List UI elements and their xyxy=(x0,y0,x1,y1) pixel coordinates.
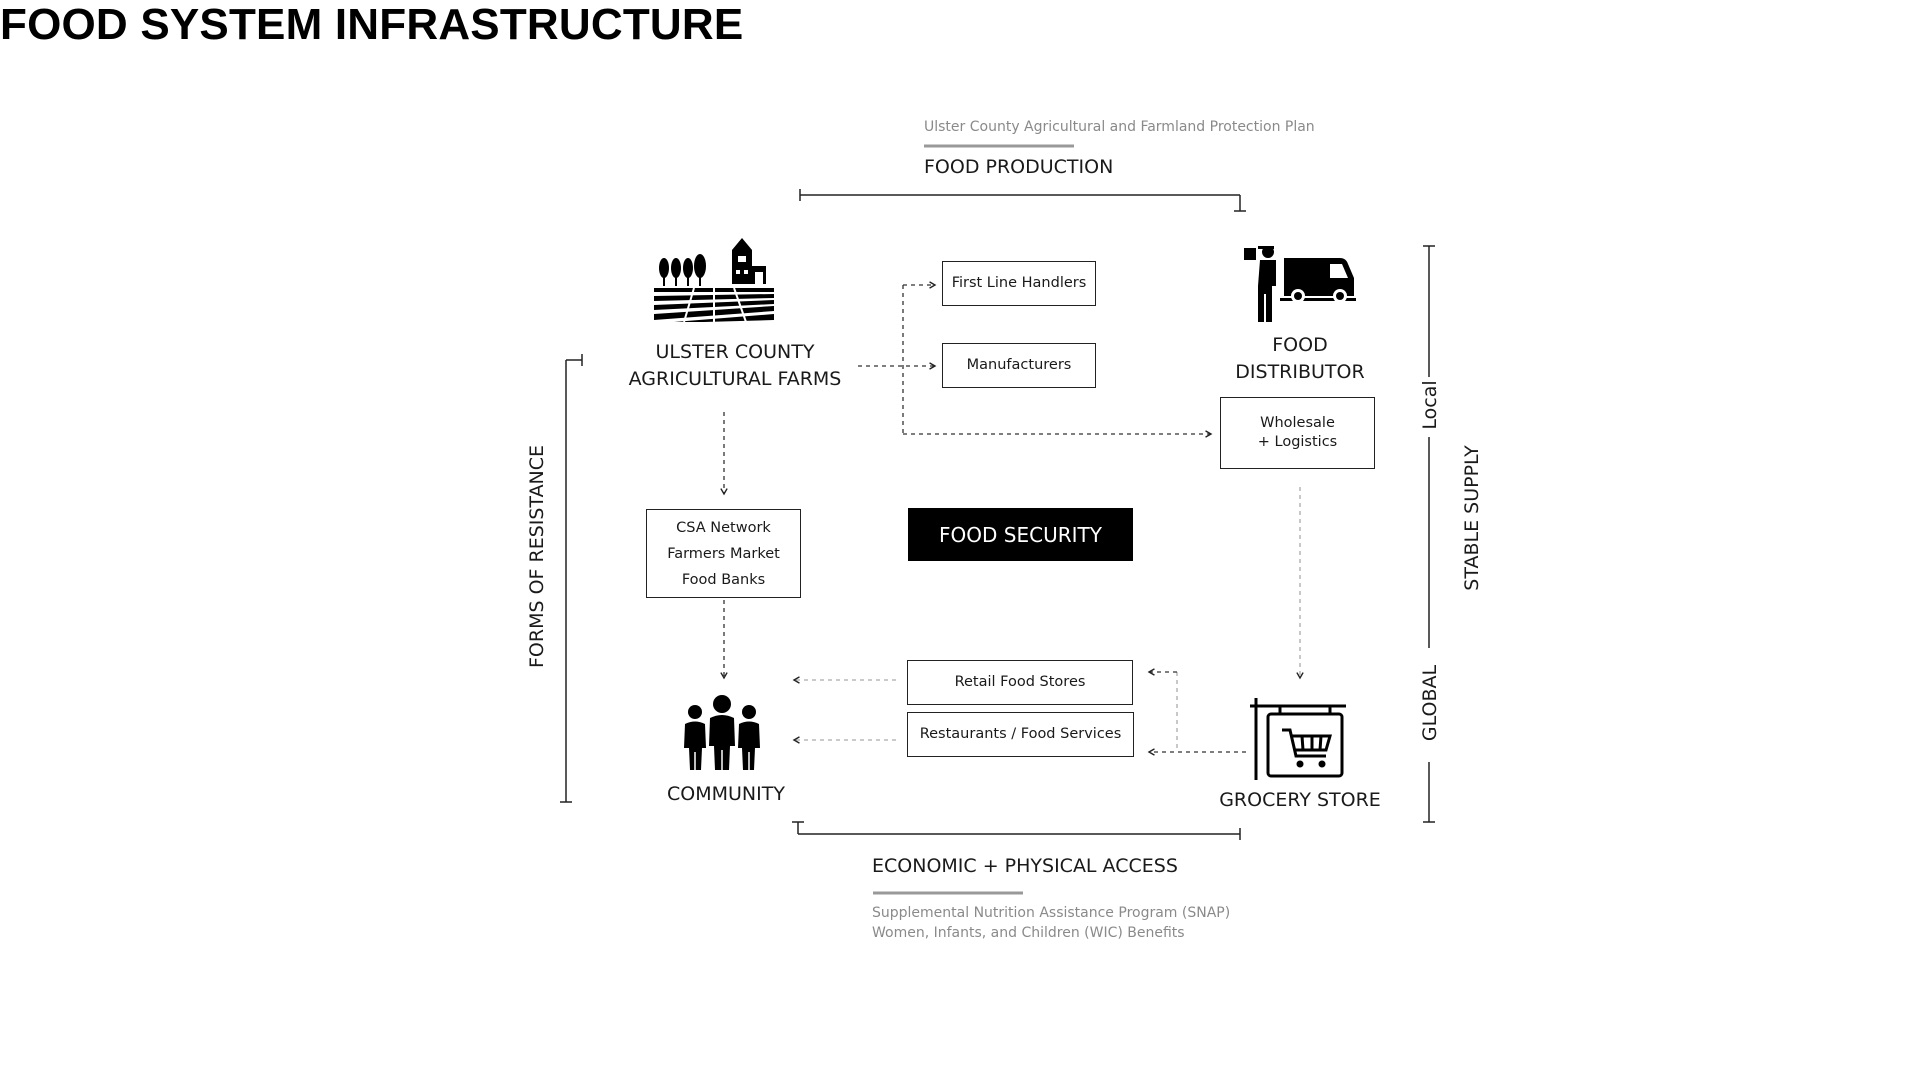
page-title: FOOD SYSTEM INFRASTRUCTURE xyxy=(0,0,744,49)
distributor-label-line2: DISTRIBUTOR xyxy=(1235,361,1365,383)
shopping-cart-sign-icon xyxy=(1250,698,1346,780)
wholesale-line1: Wholesale xyxy=(1260,415,1335,431)
delivery-truck-icon xyxy=(1244,246,1356,322)
first-line-handlers-box: First Line Handlers xyxy=(942,261,1096,306)
retail-food-stores-label: Retail Food Stores xyxy=(954,674,1086,690)
manufacturers-label: Manufacturers xyxy=(966,357,1072,373)
retail-to-community-arrows xyxy=(792,676,896,744)
wholesale-line2: + Logistics xyxy=(1257,434,1338,450)
global-label: GLOBAL xyxy=(1419,664,1441,742)
bottom-bracket xyxy=(792,821,1241,840)
right-axis-line xyxy=(1423,245,1435,823)
food-security-label: FOOD SECURITY xyxy=(939,522,1102,547)
retail-food-stores-box: Retail Food Stores xyxy=(907,660,1133,705)
forms-of-resistance-label: FORMS OF RESISTANCE xyxy=(526,444,548,668)
csa-line1: CSA Network xyxy=(676,519,771,536)
economic-access-heading: ECONOMIC + PHYSICAL ACCESS xyxy=(872,855,1178,877)
farms-label: ULSTER COUNTY AGRICULTURAL FARMS xyxy=(620,339,850,393)
top-source-label: Ulster County Agricultural and Farmland … xyxy=(924,119,1315,135)
first-line-handlers-label: First Line Handlers xyxy=(951,275,1087,291)
people-group-icon xyxy=(684,695,760,770)
top-bracket xyxy=(799,189,1246,212)
grocery-dashed-arrows xyxy=(1147,668,1246,756)
distributor-label-line1: FOOD xyxy=(1272,334,1328,356)
local-label: Local xyxy=(1419,380,1441,430)
distributor-label: FOOD DISTRIBUTOR xyxy=(1180,332,1420,386)
csa-line3: Food Banks xyxy=(681,571,766,588)
manufacturers-box: Manufacturers xyxy=(942,343,1096,388)
food-production-heading: FOOD PRODUCTION xyxy=(924,156,1114,178)
csa-line2: Farmers Market xyxy=(667,545,780,562)
stable-supply-label: STABLE SUPPLY xyxy=(1461,445,1483,591)
farm-icon xyxy=(654,238,774,322)
farms-label-line2: AGRICULTURAL FARMS xyxy=(628,368,842,390)
restaurants-label: Restaurants / Food Services xyxy=(919,726,1122,742)
food-security-box: FOOD SECURITY xyxy=(908,508,1133,561)
csa-network-box: CSA Network Farmers Market Food Banks xyxy=(646,509,801,598)
community-label: COMMUNITY xyxy=(667,783,785,805)
grocery-store-label: GROCERY STORE xyxy=(1219,789,1381,811)
left-bracket xyxy=(560,354,583,803)
restaurants-box: Restaurants / Food Services xyxy=(907,712,1134,757)
wic-source: Women, Infants, and Children (WIC) Benef… xyxy=(872,925,1185,941)
snap-source: Supplemental Nutrition Assistance Progra… xyxy=(872,905,1231,921)
farms-label-line1: ULSTER COUNTY xyxy=(655,341,815,363)
wholesale-logistics-box: Wholesale + Logistics xyxy=(1220,397,1375,469)
farm-dashed-arrows xyxy=(720,281,1213,680)
